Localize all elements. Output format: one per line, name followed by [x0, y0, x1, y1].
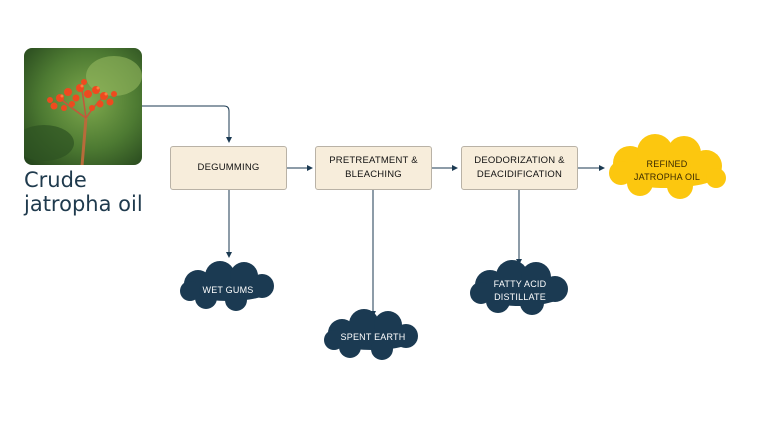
jatropha-flower-photo	[24, 48, 142, 165]
step-label-line1: PRETREATMENT &	[329, 155, 418, 166]
product-refined-jatropha-oil: REFINED JATROPHA OIL	[609, 134, 726, 199]
step-label-line1: DEGUMMING	[197, 162, 260, 173]
byproduct-label-line2: DISTILLATE	[494, 292, 546, 302]
byproduct-wet-gums: WET GUMS	[180, 261, 274, 311]
step-label-line2: DEACIDIFICATION	[476, 169, 563, 180]
step-label-line2: BLEACHING	[345, 169, 402, 180]
arrow-source-to-degumming	[142, 105, 232, 143]
source-label-line1: Crude	[24, 168, 87, 192]
byproduct-fatty-acid-distillate: FATTY ACID DISTILLATE	[470, 260, 568, 315]
byproduct-label-line1: FATTY ACID	[494, 279, 547, 289]
product-label-line1: REFINED	[647, 159, 688, 169]
byproduct-label: SPENT EARTH	[341, 332, 406, 342]
step-label-line1: DEODORIZATION &	[474, 155, 565, 166]
step-degumming: DEGUMMING	[170, 146, 287, 190]
product-label-line2: JATROPHA OIL	[634, 172, 700, 182]
byproduct-label: WET GUMS	[203, 285, 254, 295]
step-deodorization-deacidification: DEODORIZATION & DEACIDIFICATION	[461, 146, 578, 190]
source-label: Crude jatropha oil	[24, 168, 184, 216]
connector-arrows	[142, 105, 605, 317]
source-label-line2: jatropha oil	[24, 192, 143, 216]
byproduct-spent-earth: SPENT EARTH	[324, 309, 418, 360]
step-pretreatment-bleaching: PRETREATMENT & BLEACHING	[315, 146, 432, 190]
